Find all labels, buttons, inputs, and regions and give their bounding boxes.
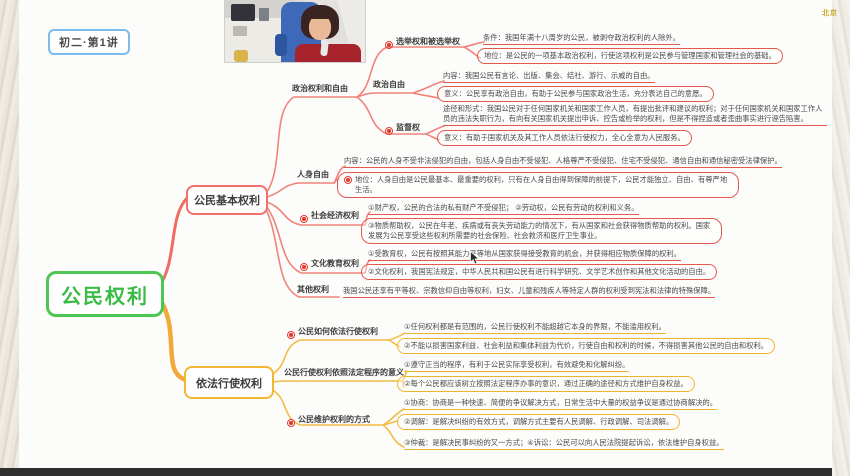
leaf-personal-content: 内容：公民的人身不受非法侵犯的自由，包括人身自由不受侵犯、人格尊严不受侵犯、住宅…	[344, 156, 782, 168]
leaf-other-rights-detail: 我国公民还享有平等权、宗教信仰自由等权利，妇女、儿童和残疾人等特定人群的权利受到…	[343, 286, 716, 298]
leaf-cultural-education: ①受教育权，公民有按照其能力平等地从国家获得接受教育的机会，并获得相应物质保障的…	[368, 249, 682, 261]
leaf-protect-negotiation: ①协商：协商是一种快速、简便的争议解决方式，日常生活中大量的权益争议是通过协商解…	[404, 398, 718, 410]
marker-icon	[287, 419, 295, 427]
branch-node-lawful-exercise: 依法行使权利	[184, 366, 274, 399]
marker-icon	[344, 176, 352, 184]
node-political-freedom: 政治自由	[373, 80, 405, 89]
node-personal-freedom: 人身自由	[297, 170, 329, 179]
teacher-bangs	[307, 10, 333, 19]
node-procedure-meaning: 公民行使权利依照法定程序的意义	[284, 368, 404, 377]
right-edge-texture	[832, 0, 850, 476]
marker-icon	[300, 263, 308, 271]
node-supervision-right: 监督权	[396, 123, 420, 132]
node-other-rights: 其他权利	[297, 285, 329, 294]
marker-icon	[385, 127, 393, 135]
bottom-letterbox-bar	[0, 468, 832, 476]
node-political-rights: 政治权利和自由	[292, 84, 348, 93]
leaf-economic-material-help: ③物质帮助权，公民在年老、疾病或有丧失劳动能力的情况下，有从国家和社会获得物质帮…	[361, 218, 722, 244]
leaf-how-scope: ①任何权利都是有范围的，公民行使权利不能超越它本身的界限，不能滥用权利。	[404, 322, 666, 334]
leaf-supervision-forms: 途径和形式：我国公民对于任何国家机关和国家工作人员，有提出批评和建议的权利；对于…	[443, 104, 827, 126]
leaf-procedure-follow: ①遵守正当的程序，有利于公民实际享受权利，有效避免和化解纠纷。	[404, 360, 630, 372]
root-node-citizen-rights: 公民权利	[46, 271, 164, 317]
node-economic-rights: 社会经济权利	[311, 211, 359, 220]
leaf-supervision-meaning: 意义：有助于国家机关及其工作人员依法行使权力，全心全意为人民服务。	[437, 130, 692, 146]
leaf-freedom-meaning: 意义：公民享有政治自由，有助于公民参与国家政治生活，充分表达自己的意愿。	[437, 86, 714, 102]
teacher-face	[309, 15, 331, 40]
leaf-protect-arbitration-lawsuit: ③仲裁：是解决民事纠纷的又一方式；④诉讼：公民可以向人民法院提起诉讼，依法维护自…	[404, 438, 724, 450]
teacher-body	[295, 44, 361, 62]
leaf-economic-property-labor: ①财产权，公民的合法的私有财产不受侵犯； ②劳动权，公民有劳动的权利和义务。	[368, 203, 639, 215]
marker-icon	[287, 331, 295, 339]
marker-icon	[385, 41, 393, 49]
leaf-how-no-harm: ②不能以损害国家利益、社会利益和集体利益为代价，行使自由和权利的时候，不得损害其…	[397, 338, 776, 354]
node-election-right: 选举权和被选举权	[396, 37, 460, 46]
leaf-protect-mediation: ②调解：是解决纠纷的有效方式，调解方式主要有人民调解、行政调解、司法调解。	[397, 414, 681, 430]
lesson-badge: 初二·第1讲	[48, 29, 130, 55]
desk-item	[259, 8, 269, 21]
leaf-personal-status: 地位：人身自由是公民最基本、最重要的权利，只有在人身自由得到保障的前提下，公民才…	[337, 172, 739, 198]
desk-item	[234, 50, 248, 62]
leaf-cultural-culture: ②文化权利，我国宪法规定，中华人民共和国公民有进行科学研究、文学艺术创作和其他文…	[361, 264, 718, 280]
node-protect-methods: 公民维护权利的方式	[298, 415, 370, 424]
desk-item	[233, 26, 247, 36]
node-cultural-rights: 文化教育权利	[311, 259, 359, 268]
leaf-election-status: 地位：是公民的一项基本政治权利，行使这项权利是公民参与管理国家和管理社会的基础。	[477, 48, 783, 64]
branch-node-basic-rights: 公民基本权利	[186, 185, 268, 215]
monitor-icon	[231, 4, 255, 21]
teacher-webcam-overlay	[225, 0, 365, 62]
corner-watermark: 北京	[822, 10, 838, 17]
chair-armrest	[275, 34, 287, 56]
left-edge-texture	[0, 0, 19, 476]
leaf-personal-status-text: 地位：人身自由是公民最基本、最重要的权利，只有在人身自由得到保障的前提下，公民才…	[355, 175, 728, 194]
leaf-election-condition: 条件：我国年满十八周岁的公民，被剥夺政治权利的人除外。	[483, 33, 681, 45]
leaf-freedom-content: 内容：我国公民有言论、出版、集会、结社、游行、示威的自由。	[443, 71, 655, 83]
mouse-cursor-icon	[470, 251, 480, 265]
marker-icon	[300, 215, 308, 223]
leaf-procedure-awareness: ②每个公民都应该树立按照法定程序办事的意识，通过正确的途径和方式维护自身权益。	[397, 376, 695, 392]
node-how-to-exercise: 公民如何依法行使权利	[298, 327, 378, 336]
